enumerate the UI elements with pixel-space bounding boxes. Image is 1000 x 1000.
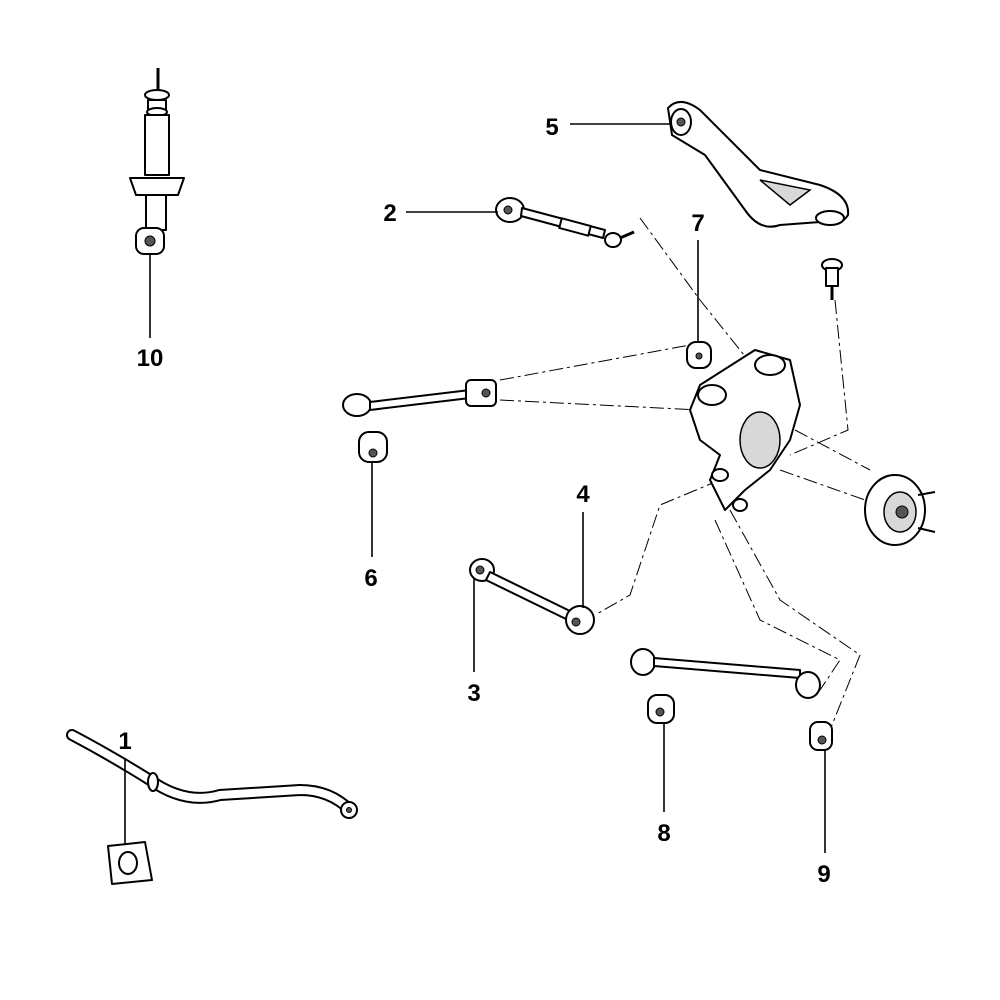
callout-7: 7 [691, 210, 704, 237]
callout-4: 4 [576, 481, 590, 508]
part-1-stabilizer-bar [66, 729, 358, 885]
part-10-shock-absorber [129, 68, 185, 255]
callout-2: 2 [383, 200, 396, 227]
part-2-upper-link [495, 197, 635, 248]
part-8-9-rear-link [630, 648, 833, 751]
callout-1: 1 [118, 728, 131, 755]
callout-9: 9 [817, 861, 830, 888]
assembly-lines [499, 217, 871, 731]
part-3-4-lower-link [469, 558, 595, 635]
callout-8: 8 [657, 820, 670, 847]
callout-10: 10 [137, 345, 164, 372]
knuckle-hub-assembly [689, 349, 936, 546]
part-6-lateral-link [342, 379, 497, 463]
leader-lines [124, 123, 826, 853]
part-5-upper-control-arm [667, 101, 850, 300]
callout-3: 3 [467, 680, 480, 707]
callout-5: 5 [545, 114, 558, 141]
callout-6: 6 [364, 565, 377, 592]
part-7-bushing [686, 341, 712, 369]
